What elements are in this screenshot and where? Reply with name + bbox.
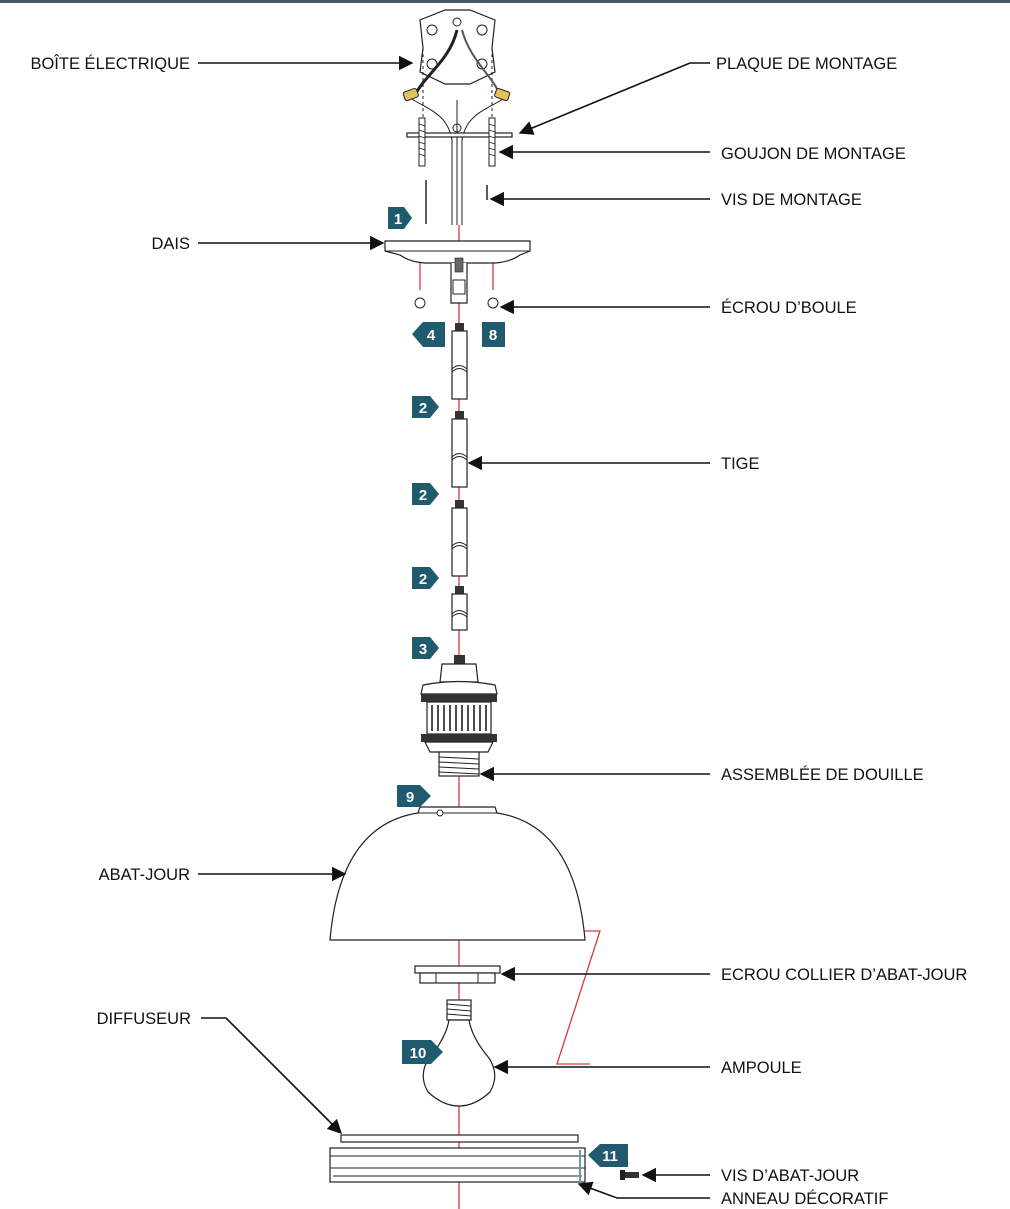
leader-mounting-plate [518, 62, 710, 135]
junction-box [402, 9, 511, 225]
step-badge-2b: 2 [412, 483, 439, 505]
label-diffuser: DIFFUSEUR [97, 1010, 192, 1028]
label-rod: TIGE [721, 455, 760, 473]
svg-text:2: 2 [419, 487, 427, 504]
shade-collar-nut [414, 965, 501, 984]
leader-diffuser [201, 1017, 343, 1135]
label-bulb: AMPOULE [721, 1059, 802, 1077]
label-mounting-stud: GOUJON DE MONTAGE [721, 145, 906, 163]
step-badge-8: 8 [482, 322, 505, 347]
label-socket-assembly: ASSEMBLÉE DE DOUILLE [721, 765, 924, 784]
label-decorative-ring: ANNEAU DÉCORATIF [721, 1189, 888, 1208]
decorative-ring [329, 1147, 586, 1183]
mounting-studs [418, 117, 496, 167]
step-badge-2a: 2 [412, 396, 439, 418]
callout-leaders [198, 55, 710, 1199]
callout-labels: BOÎTE ÉLECTRIQUE PLAQUE DE MONTAGE GOUJO… [30, 54, 967, 1208]
svg-text:11: 11 [602, 1148, 618, 1165]
svg-text:3: 3 [419, 641, 427, 658]
step-badge-10: 10 [402, 1040, 443, 1064]
label-mounting-screw: VIS DE MONTAGE [721, 191, 862, 209]
step-badge-4: 4 [412, 322, 445, 347]
step-badges: 1 4 8 2 2 2 3 9 [388, 207, 628, 1167]
ball-nuts [414, 297, 499, 309]
svg-text:1: 1 [394, 211, 402, 228]
step-badge-3: 3 [412, 637, 439, 659]
diffuser [340, 1134, 579, 1143]
svg-text:10: 10 [410, 1045, 427, 1062]
mounting-screws [425, 180, 488, 224]
rod-segments [451, 323, 468, 631]
label-canopy: DAIS [151, 235, 190, 253]
canopy [384, 240, 531, 304]
svg-text:4: 4 [427, 327, 436, 344]
socket-assembly [420, 655, 498, 777]
svg-text:2: 2 [419, 400, 427, 417]
top-border [0, 0, 1010, 3]
step-badge-2c: 2 [412, 567, 439, 589]
label-shade-screw: VIS D’ABAT-JOUR [721, 1167, 859, 1185]
svg-text:2: 2 [419, 571, 427, 588]
label-shade: ABAT-JOUR [99, 866, 190, 884]
shade-screw [620, 1170, 639, 1180]
label-shade-collar-nut: ECROU COLLIER D’ABAT-JOUR [721, 966, 967, 984]
label-junction-box: BOÎTE ÉLECTRIQUE [30, 54, 190, 73]
step-badge-1: 1 [388, 207, 412, 229]
step-badge-9: 9 [397, 785, 431, 807]
mounting-plate [406, 123, 513, 138]
shade [329, 806, 586, 941]
svg-text:8: 8 [489, 327, 497, 344]
label-mounting-plate: PLAQUE DE MONTAGE [716, 55, 897, 73]
svg-text:9: 9 [406, 789, 414, 806]
leader-decorative-ring [577, 1181, 710, 1199]
label-ball-nut: ÉCROU D’BOULE [721, 298, 857, 317]
step-badge-11: 11 [588, 1144, 628, 1167]
